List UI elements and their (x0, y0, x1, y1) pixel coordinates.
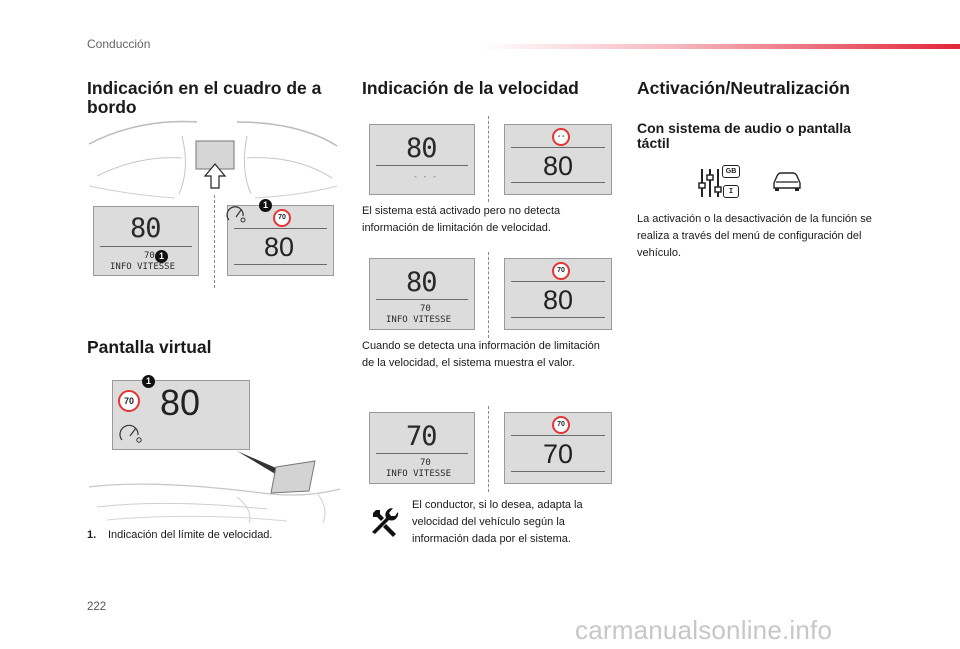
display-separator (511, 147, 605, 148)
language-badge-top: GB (722, 165, 740, 178)
header-accent-bar (480, 44, 960, 49)
speed-value: 70 (406, 421, 438, 452)
vertical-divider (214, 195, 215, 288)
display-separator (376, 299, 468, 300)
speed-limit-sign: 70 (273, 209, 291, 227)
vertical-divider (488, 406, 489, 492)
speed-limit-sign: 70 (552, 416, 570, 434)
speed-value: 80 (130, 213, 162, 244)
dashboard-display-limit-detected: 80 70 INFO VITESSE (369, 258, 475, 330)
dashboard-speed-display: 80 70 INFO VITESSE (93, 206, 199, 276)
watermark: carmanualsonline.info (575, 615, 833, 645)
limit-value: 70 (144, 251, 155, 261)
speed-limit-sign: - - (552, 128, 570, 146)
status-text: INFO VITESSE (386, 469, 452, 479)
display-separator (511, 471, 605, 472)
limit-placeholder: - - - (413, 172, 438, 181)
description-limit-detected: Cuando se detecta una información de lim… (362, 340, 600, 369)
speed-value: 80 (543, 285, 574, 315)
activation-description: La activación o la desactivación de la f… (637, 213, 872, 259)
heading-speed-indication: Indicación de la velocidad (362, 78, 579, 98)
display-separator (511, 182, 605, 183)
section-label: Conducción (87, 37, 151, 51)
display-separator (100, 246, 192, 247)
callout-marker: 1 (259, 199, 272, 212)
touchscreen-speed-display: 70 80 (226, 205, 334, 276)
display-separator (234, 228, 327, 229)
driver-tip-text: El conductor, si lo desea, adapta la vel… (412, 499, 583, 545)
heading-virtual-display: Pantalla virtual (87, 337, 212, 357)
status-text: INFO VITESSE (110, 262, 176, 272)
footnote-text: Indicación del límite de velocidad. (108, 529, 273, 541)
display-separator (511, 317, 605, 318)
language-badge-bottom: I (723, 185, 739, 198)
vertical-divider (488, 252, 489, 338)
sliders-icon (698, 169, 722, 197)
wrench-tip-icon (372, 508, 399, 537)
speed-limit-sign: 70 (552, 262, 570, 280)
instrument-cluster-illustration (88, 120, 338, 199)
dashboard-display-speed-adapted: 70 70 INFO VITESSE (369, 412, 475, 484)
display-separator (511, 435, 605, 436)
display-separator (511, 281, 605, 282)
speed-value: 80 (406, 133, 438, 164)
speedometer-icon (226, 206, 246, 223)
display-separator (376, 453, 468, 454)
display-separator (376, 165, 468, 166)
windshield-projection-illustration (88, 451, 341, 524)
touchscreen-display-no-limit: - - 80 (504, 124, 612, 195)
display-separator (234, 264, 327, 265)
page-number: 222 (87, 601, 107, 613)
speed-value: 80 (543, 151, 574, 181)
speedometer-icon (119, 424, 142, 443)
vertical-divider (488, 116, 489, 202)
touchscreen-display-limit-detected: 70 80 (504, 258, 612, 330)
settings-sliders-icon[interactable]: GB I (698, 163, 740, 201)
heading-dashboard-indication: Indicación en el cuadro de a bordo (87, 78, 322, 117)
car-icon[interactable] (771, 170, 803, 192)
description-no-limit: El sistema está activado pero no detecta… (362, 205, 561, 234)
speed-value: 80 (406, 267, 438, 298)
limit-value: 70 (420, 458, 431, 468)
heading-activation: Activación/Neutralización (637, 78, 850, 98)
speed-limit-sign: 70 (118, 390, 140, 412)
speed-value: 80 (264, 232, 295, 262)
callout-marker: 1 (155, 250, 168, 263)
footnote-number: 1. (87, 529, 97, 541)
callout-marker: 1 (142, 375, 155, 388)
speed-value: 70 (543, 439, 574, 469)
dashboard-display-no-limit: 80 - - - (369, 124, 475, 195)
subheading-audio-touchscreen: Con sistema de audio o pantalla táctil (637, 120, 851, 151)
limit-value: 70 (420, 304, 431, 314)
touchscreen-display-speed-adapted: 70 70 (504, 412, 612, 484)
virtual-speed-display: 70 80 (112, 380, 250, 450)
status-text: INFO VITESSE (386, 315, 452, 325)
speed-value: 80 (160, 382, 201, 423)
